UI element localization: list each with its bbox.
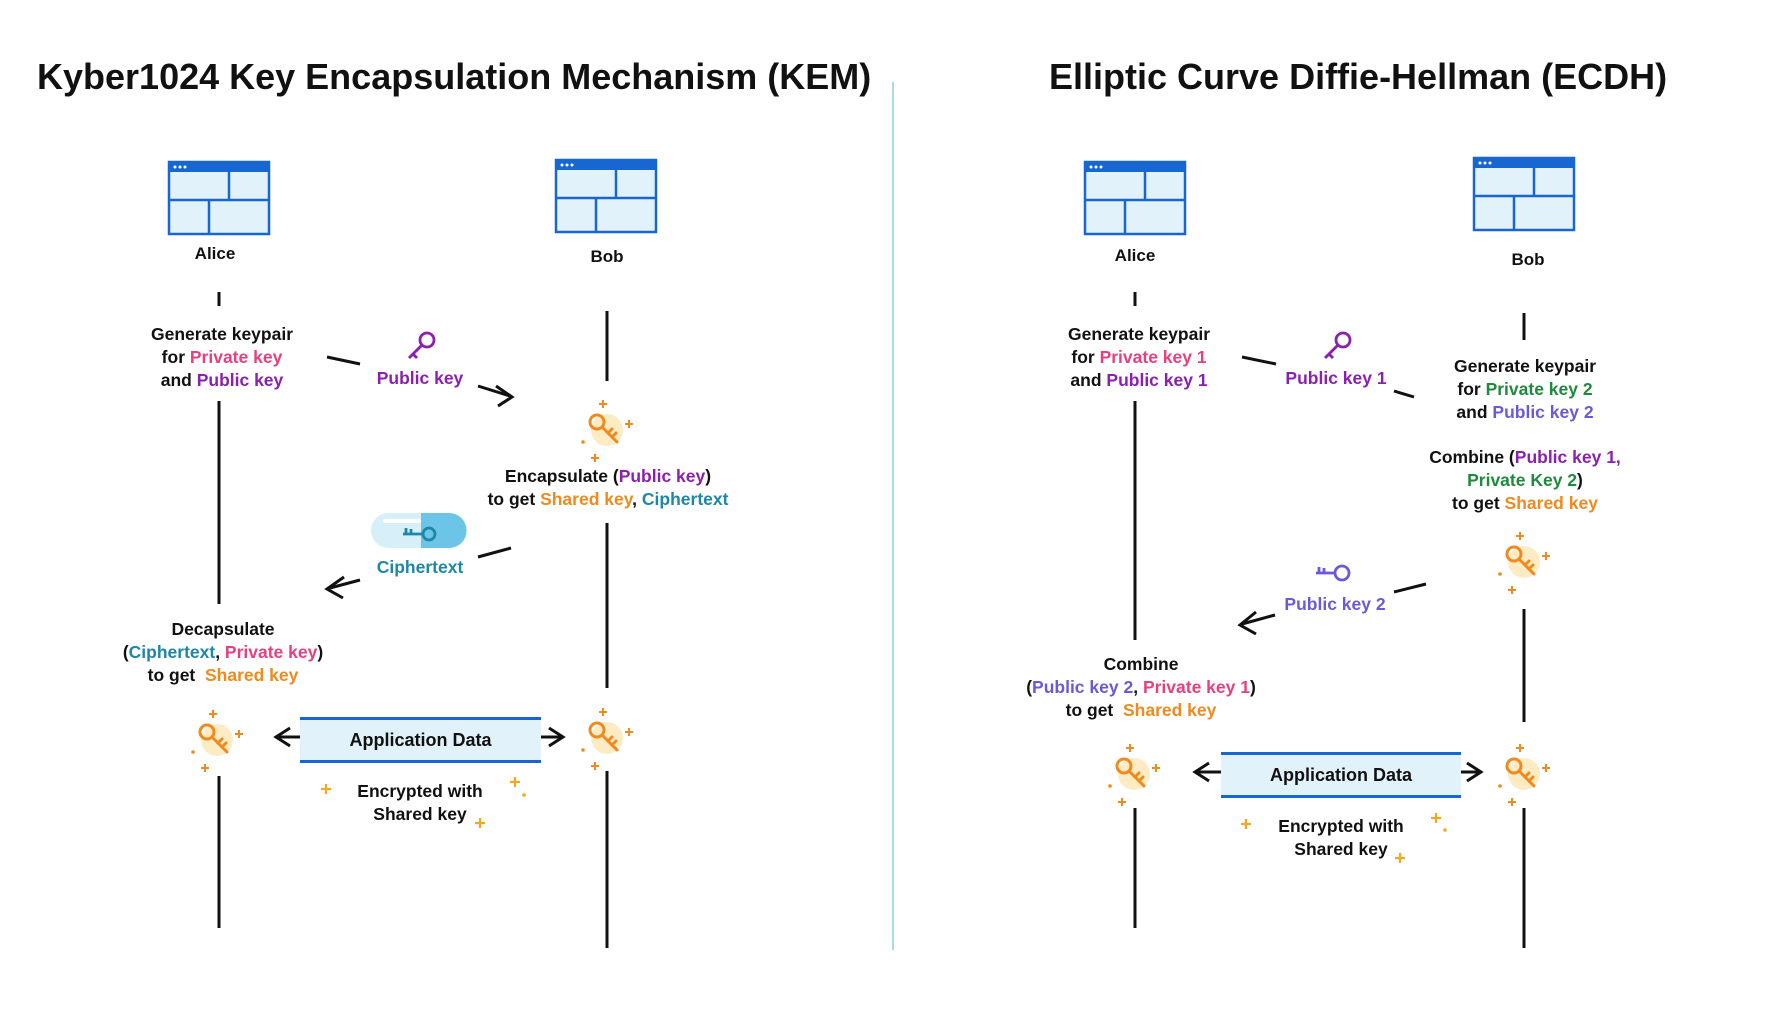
kem-generate-keypair-text: Generate keypair for Private key and Pub… (150, 324, 294, 390)
bob-shared-key-icon-ecdh-2 (1496, 742, 1552, 808)
kem-encapsulate-text: Encapsulate (Public key) to get Shared k… (487, 466, 729, 509)
kem-decapsulate-text: Decapsulate (Ciphertext, Private key) to… (122, 619, 324, 685)
ecdh-encrypted-with-shared-key-text: Encrypted with Shared key (1278, 816, 1404, 859)
kem-encrypted-with-shared-key-text: Encrypted with Shared key (357, 781, 483, 824)
bob-shared-key-icon (579, 398, 635, 464)
ecdh-title: Elliptic Curve Diffie-Hellman (ECDH) (1049, 56, 1668, 97)
ecdh-combine-alice-text: Combine (Public key 2, Private key 1) to… (1026, 654, 1256, 720)
kem-public-key-label: Public key (376, 368, 464, 388)
kem-ciphertext-label: Ciphertext (376, 557, 464, 577)
kem-alice-label: Alice (194, 244, 236, 263)
ecdh-generate-keypair-2-text: Generate keypair for Private key 2 and P… (1453, 356, 1597, 422)
alice-shared-key-icon (189, 708, 245, 774)
bob-window-icon (554, 158, 658, 234)
public-key-icon (408, 331, 436, 359)
bob-window-icon-ecdh (1472, 156, 1576, 232)
alice-window-icon-ecdh (1083, 160, 1187, 236)
ecdh-application-data-box: Application Data (1221, 752, 1461, 798)
public-key-1-icon (1324, 331, 1352, 359)
ecdh-bob-label: Bob (1511, 250, 1545, 269)
ecdh-public-key-1-label: Public key 1 (1285, 368, 1387, 388)
bob-shared-key-icon-ecdh (1496, 530, 1552, 596)
ciphertext-capsule-icon (371, 513, 467, 548)
ecdh-alice-label: Alice (1114, 246, 1156, 265)
public-key-2-icon (1316, 564, 1351, 582)
ecdh-public-key-2-label: Public key 2 (1284, 594, 1386, 614)
kem-application-data-box: Application Data (300, 717, 541, 763)
kem-bob-label: Bob (590, 247, 624, 266)
kem-title: Kyber1024 Key Encapsulation Mechanism (K… (37, 56, 872, 97)
alice-window-icon (167, 160, 271, 236)
ecdh-combine-bob-text: Combine (Public key 1, Private Key 2) to… (1429, 447, 1621, 513)
bob-shared-key-icon-2 (579, 706, 635, 772)
alice-shared-key-icon-ecdh (1106, 742, 1162, 808)
ecdh-generate-keypair-1-text: Generate keypair for Private key 1 and P… (1067, 324, 1211, 390)
